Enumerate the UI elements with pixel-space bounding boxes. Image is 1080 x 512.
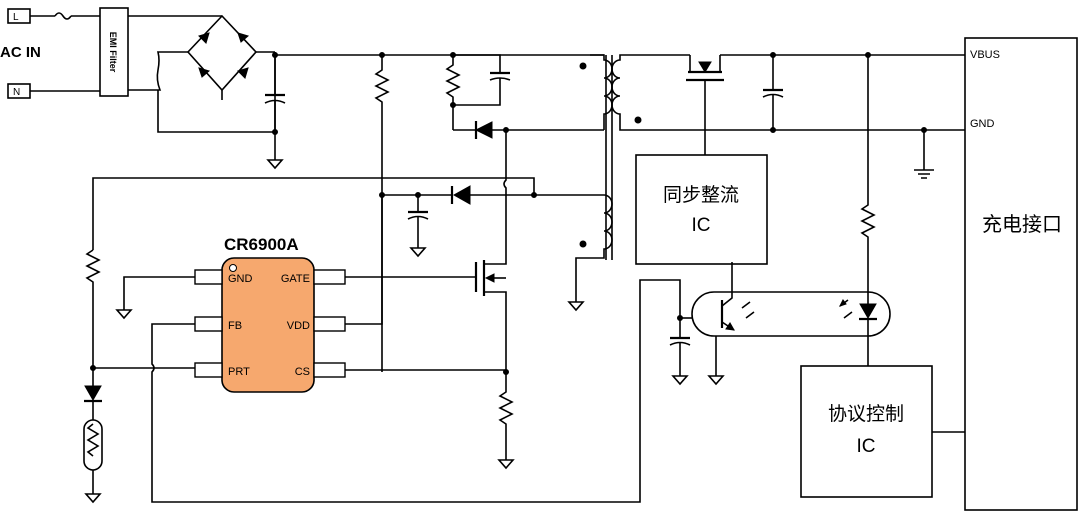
ground-symbol (115, 309, 133, 320)
sync-rect-ic-line2: IC (692, 215, 711, 236)
pin-prt: PRT (228, 366, 250, 378)
bridge-rectifier (186, 14, 276, 132)
rcd-snubber (445, 52, 604, 139)
output-capacitor (762, 52, 784, 133)
vbus-label: VBUS (970, 49, 1000, 61)
ground-symbol (84, 493, 102, 504)
ground-symbol (497, 459, 515, 470)
ground-symbol (567, 301, 585, 312)
protocol-ic: 协议控制 IC (800, 365, 933, 498)
terminal-l (7, 8, 31, 24)
bulk-capacitor (264, 52, 286, 170)
ground-symbol (409, 247, 427, 258)
pin-gnd: GND (228, 273, 253, 285)
ntc-thermistor (83, 419, 103, 471)
ground-symbol (707, 375, 725, 386)
protocol-ic-line1: 协议控制 (828, 403, 904, 425)
optocoupler (691, 280, 891, 370)
prt-network (83, 249, 195, 504)
fuse (54, 12, 72, 20)
emi-filter-label: EMI Filter (108, 32, 118, 73)
aux-supply (92, 177, 537, 258)
sense-resistor (345, 369, 515, 470)
pin-cs: CS (295, 366, 310, 378)
controller-ic: CR6900A GND FB PRT GATE VDD CS (194, 235, 346, 393)
charge-port-label: 充电接口 (982, 213, 1062, 236)
startup-resistor (374, 52, 390, 372)
ac-input: L N AC IN (0, 8, 100, 99)
ac-in-label: AC IN (0, 44, 41, 61)
pin-vdd: VDD (287, 320, 310, 332)
charge-port: VBUS GND 充电接口 (964, 37, 1078, 511)
protocol-ic-line2: IC (857, 436, 876, 457)
pin-gate: GATE (281, 273, 310, 285)
controller-part: CR6900A (224, 235, 299, 254)
sync-rect-ic: 同步整流 IC (635, 154, 768, 265)
transformer (534, 54, 700, 312)
pin1-marker (229, 264, 237, 272)
ground-symbol (266, 159, 284, 170)
pin-fb: FB (228, 320, 242, 332)
emi-filter: EMI Filter (99, 7, 129, 97)
primary-mosfet (345, 258, 507, 372)
gnd-label: GND (970, 118, 995, 130)
sync-rect-mosfet (626, 54, 965, 155)
sync-rect-ic-line1: 同步整流 (663, 184, 739, 206)
ground-symbol (671, 375, 689, 386)
terminal-l-label: L (13, 12, 19, 23)
terminal-n-label: N (13, 87, 20, 98)
ground-symbol (914, 169, 934, 179)
